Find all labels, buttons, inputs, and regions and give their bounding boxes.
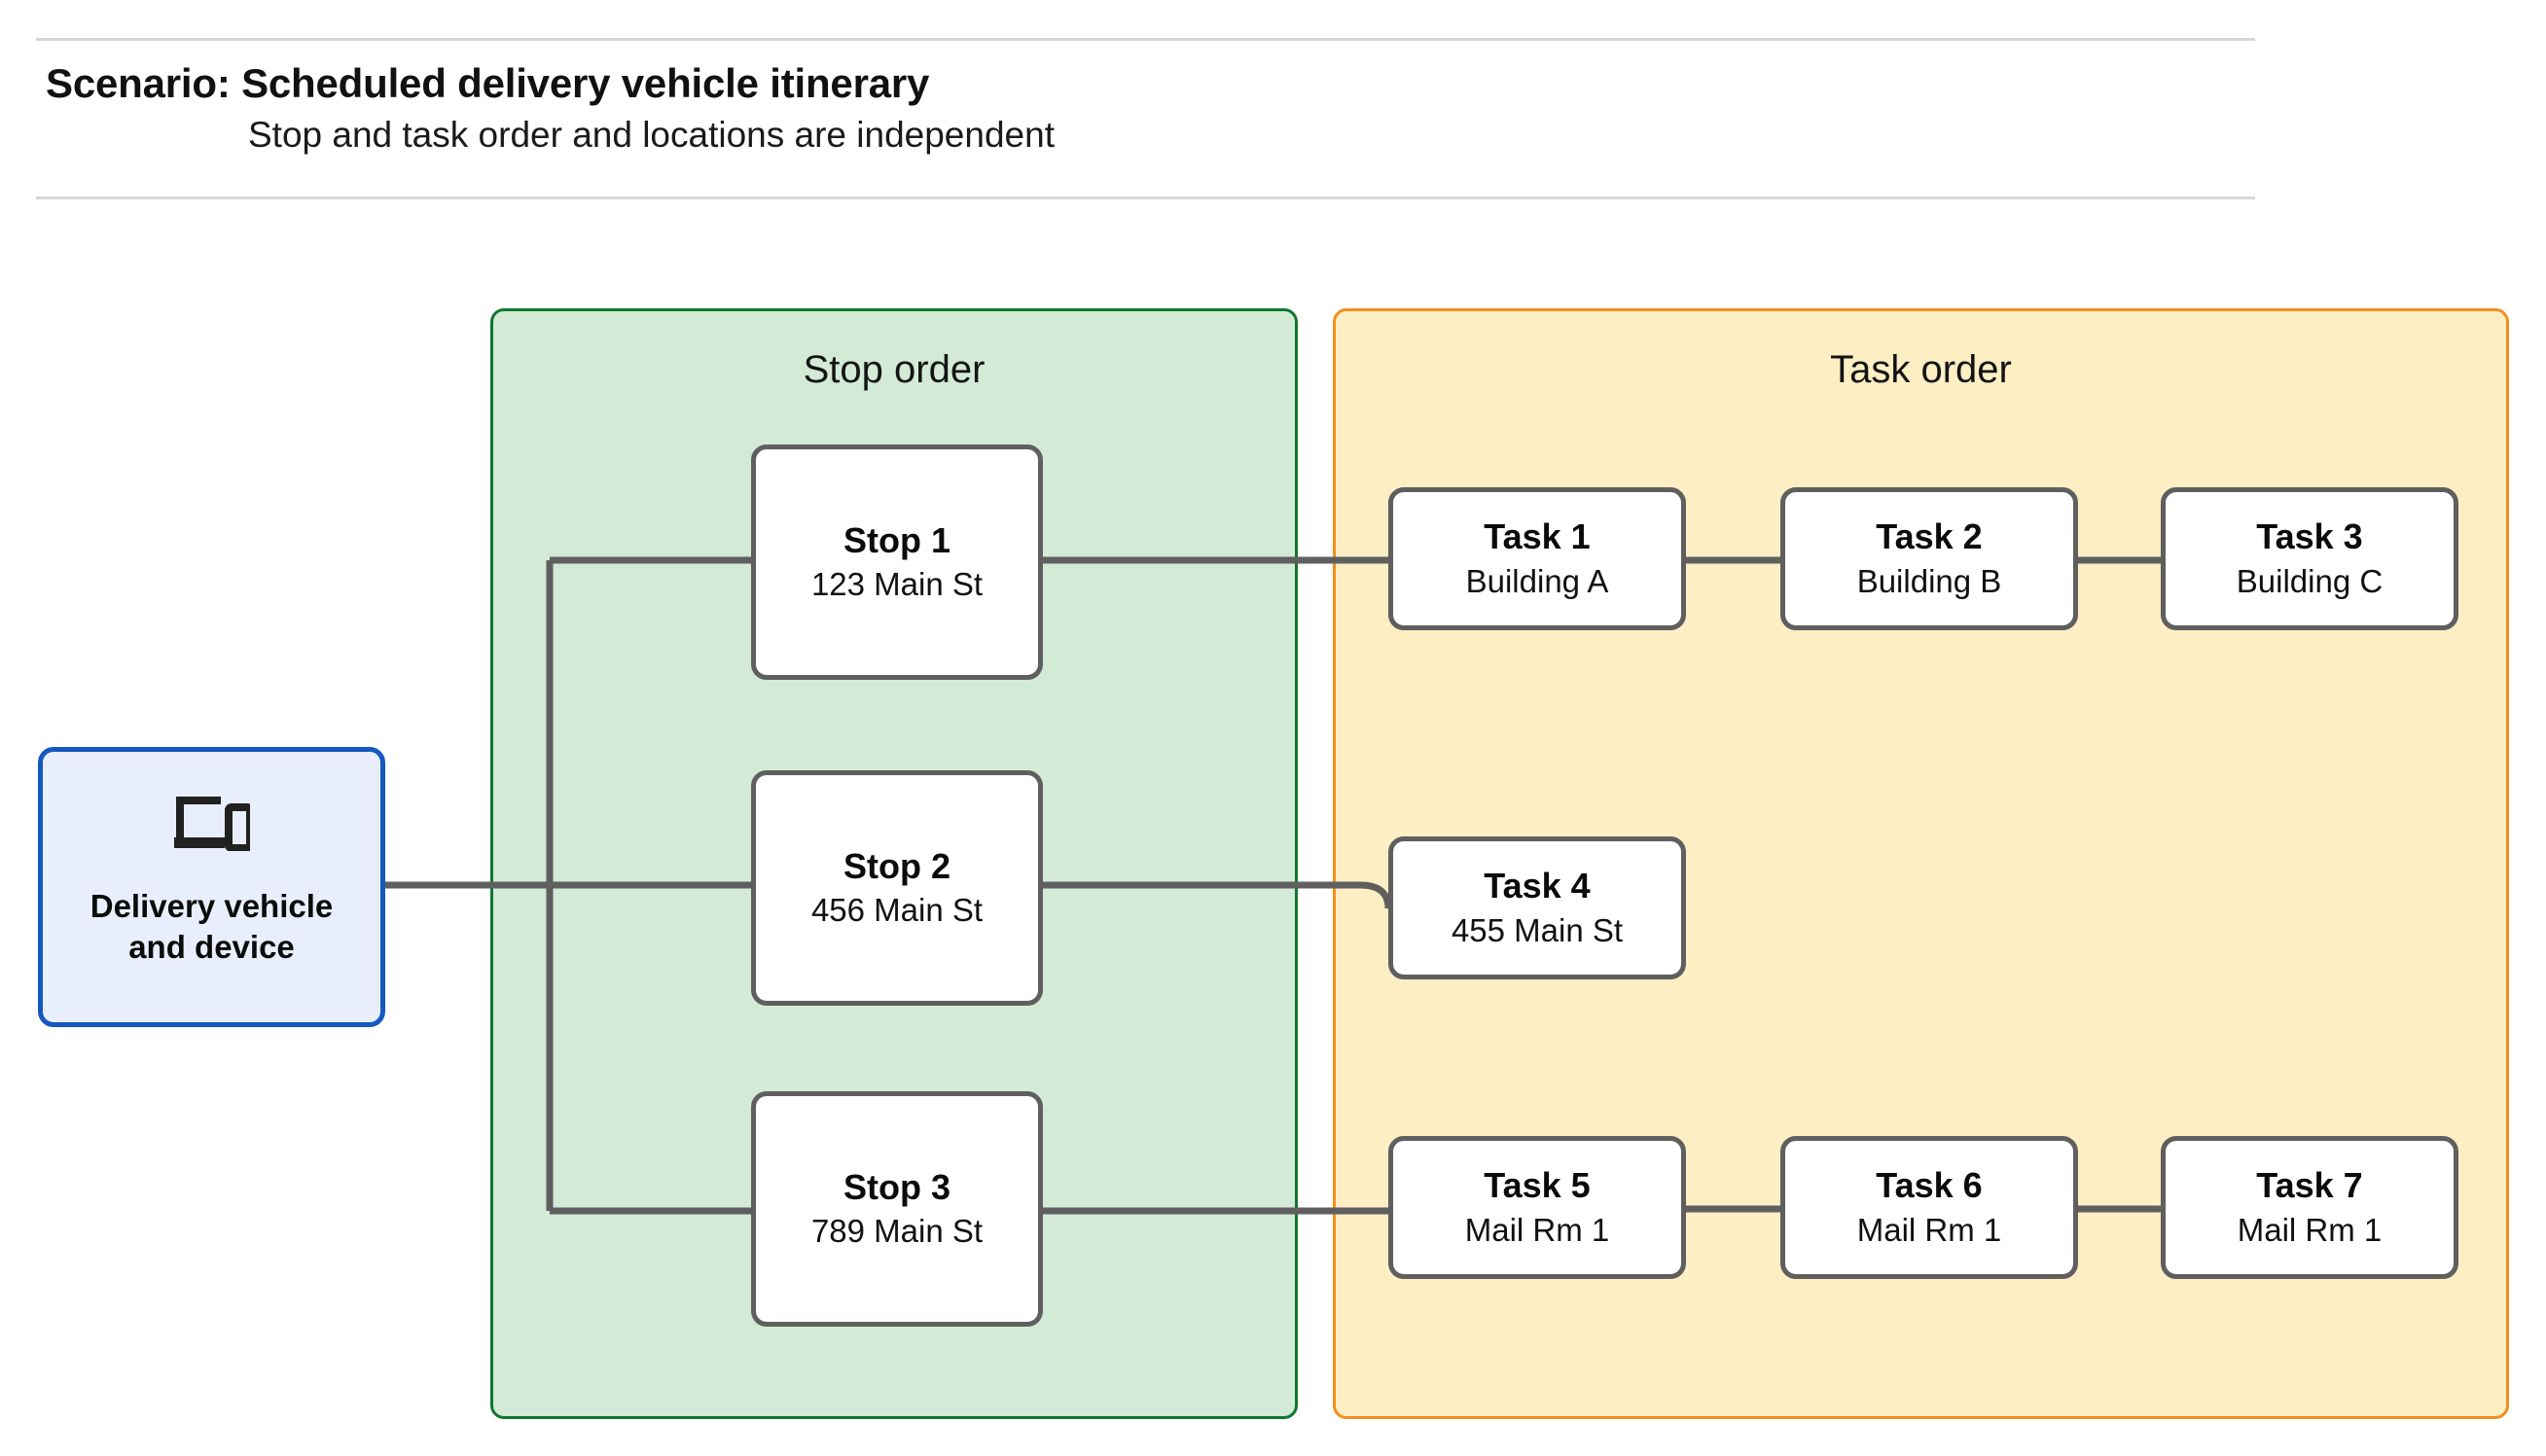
task-node-2-title: Task 2 — [1876, 516, 1983, 557]
page-title: Scenario: Scheduled delivery vehicle iti… — [46, 60, 930, 106]
stop-order-title: Stop order — [803, 348, 986, 391]
stop-node-2-address: 456 Main St — [810, 892, 984, 929]
task-node-2-location: Building B — [1856, 562, 2002, 599]
stop-node-3-title: Stop 3 — [843, 1166, 950, 1207]
stop-node-2[interactable]: Stop 2 456 Main St — [751, 770, 1043, 1006]
stop-node-1-title: Stop 1 — [843, 519, 950, 560]
task-node-3[interactable]: Task 3 Building C — [2161, 487, 2458, 630]
task-node-6-location: Mail Rm 1 — [1856, 1211, 2002, 1248]
devices-icon — [173, 797, 250, 851]
stop-node-2-title: Stop 2 — [843, 845, 950, 886]
task-node-6[interactable]: Task 6 Mail Rm 1 — [1780, 1136, 2078, 1279]
task-node-3-title: Task 3 — [2256, 516, 2363, 557]
task-node-4-title: Task 4 — [1484, 866, 1591, 906]
task-order-title: Task order — [1830, 348, 2012, 391]
stop-node-3[interactable]: Stop 3 789 Main St — [751, 1091, 1043, 1327]
task-node-5[interactable]: Task 5 Mail Rm 1 — [1388, 1136, 1686, 1279]
header-divider-bottom — [36, 196, 2255, 199]
task-node-3-location: Building C — [2236, 562, 2384, 599]
task-node-5-location: Mail Rm 1 — [1464, 1211, 1610, 1248]
task-node-7[interactable]: Task 7 Mail Rm 1 — [2161, 1136, 2458, 1279]
task-node-7-title: Task 7 — [2256, 1165, 2363, 1206]
page-subtitle: Stop and task order and locations are in… — [248, 115, 1055, 155]
stop-node-3-address: 789 Main St — [810, 1213, 984, 1250]
stop-node-1-address: 123 Main St — [810, 566, 984, 603]
task-node-4-location: 455 Main St — [1451, 911, 1624, 948]
task-node-6-title: Task 6 — [1876, 1165, 1983, 1206]
task-node-2[interactable]: Task 2 Building B — [1780, 487, 2078, 630]
delivery-vehicle-label: Delivery vehicle and device — [90, 888, 334, 965]
task-node-7-location: Mail Rm 1 — [2237, 1211, 2383, 1248]
task-node-1-location: Building A — [1465, 562, 1609, 599]
task-node-1-title: Task 1 — [1484, 516, 1591, 557]
task-node-4[interactable]: Task 4 455 Main St — [1388, 836, 1686, 979]
task-node-5-title: Task 5 — [1484, 1165, 1591, 1206]
stop-node-1[interactable]: Stop 1 123 Main St — [751, 444, 1043, 680]
delivery-vehicle-node[interactable]: Delivery vehicle and device — [38, 747, 385, 1027]
header-divider-top — [36, 38, 2255, 41]
task-node-1[interactable]: Task 1 Building A — [1388, 487, 1686, 630]
